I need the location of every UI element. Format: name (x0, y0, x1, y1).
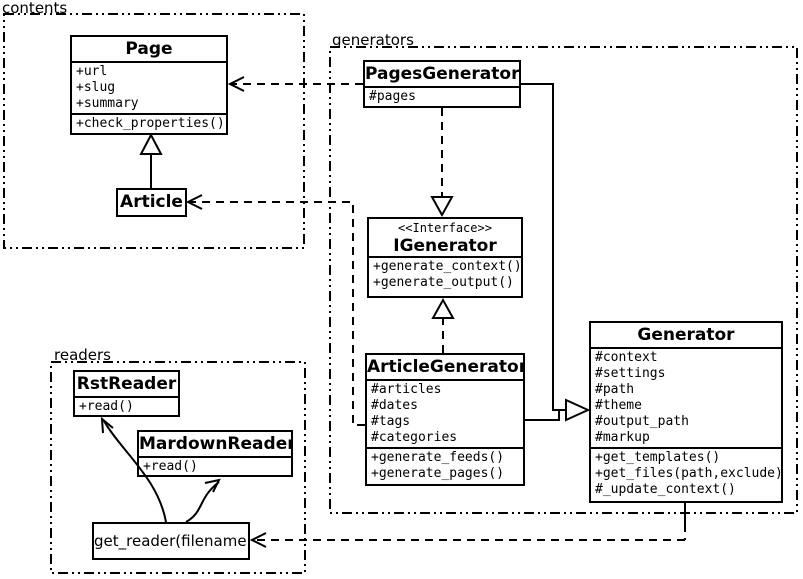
class-page-title: Page (125, 39, 173, 59)
class-markdown-reader-methods: +read() (139, 456, 291, 475)
interface-stereotype: <<Interface>> (398, 221, 492, 235)
class-pages-generator: PagesGenerator #pages (363, 60, 521, 108)
class-generator: Generator #context #settings #path #them… (589, 321, 783, 503)
edge-articlegenerator-extends-generator (525, 411, 560, 421)
edge-articlegenerator-depends-article (185, 194, 365, 426)
method: +get_templates() (595, 450, 721, 465)
method: +generate_context() (373, 259, 522, 274)
class-generator-methods: +get_templates() +get_files(path,exclude… (591, 447, 781, 499)
attribute: #categories (371, 430, 458, 445)
attribute: +slug (76, 80, 116, 95)
class-page: Page +url +slug +summary +check_properti… (70, 35, 228, 135)
attribute: #pages (369, 89, 416, 104)
attribute: #theme (595, 398, 642, 413)
edge-generator-depends-getreader (249, 503, 686, 548)
attribute: +summary (76, 96, 139, 111)
package-label-readers: readers (54, 346, 111, 364)
attribute: #markup (595, 430, 650, 445)
package-label-generators: generators (332, 31, 414, 49)
edge-getreader-creates-markdownreader (185, 478, 221, 523)
attribute: #tags (371, 414, 411, 429)
class-article-generator-title: ArticleGenerator (367, 357, 525, 377)
class-rst-reader-methods: +read() (75, 396, 178, 415)
method: #_update_context() (595, 482, 736, 497)
function-get-reader: get_reader(filename) (92, 522, 250, 560)
attribute: #path (595, 382, 635, 397)
class-rst-reader: RstReader +read() (73, 370, 180, 417)
edge-article-extends-page (139, 132, 163, 188)
class-article-generator-methods: +generate_feeds() +generate_pages() (367, 447, 523, 483)
edge-articlegenerator-implements-igenerator (431, 297, 455, 353)
class-article-generator-attributes: #articles #dates #tags #categories (367, 379, 523, 447)
attribute: #settings (595, 366, 666, 381)
attribute: #dates (371, 398, 418, 413)
method: +read() (143, 459, 198, 474)
class-generator-title: Generator (637, 325, 735, 345)
attribute: #output_path (595, 414, 689, 429)
method: +read() (79, 399, 134, 414)
class-markdown-reader-title: MardownReader (139, 434, 293, 454)
function-get-reader-label: get_reader(filename) (94, 532, 250, 550)
class-pages-generator-attributes: #pages (365, 86, 519, 106)
class-page-methods: +check_properties() (72, 113, 226, 133)
method: +generate_output() (373, 275, 514, 290)
edge-pagesgenerator-implements-igenerator (430, 108, 454, 218)
package-label-contents: contents (2, 0, 68, 17)
edge-pagesgenerator-depends-page (227, 76, 363, 92)
class-pages-generator-title: PagesGenerator (365, 64, 520, 84)
method: +get_files(path,exclude) (595, 466, 783, 481)
method: +check_properties() (76, 116, 225, 131)
attribute: +url (76, 64, 108, 79)
attribute: #context (595, 350, 658, 365)
class-generator-attributes: #context #settings #path #theme #output_… (591, 347, 781, 447)
interface-igenerator-methods: +generate_context() +generate_output() (369, 256, 521, 292)
interface-igenerator-title: IGenerator (393, 236, 497, 256)
class-article: Article (116, 188, 187, 217)
method: +generate_pages() (371, 466, 505, 481)
class-article-title: Article (120, 192, 183, 212)
attribute: #articles (371, 382, 442, 397)
class-article-generator: ArticleGenerator #articles #dates #tags … (365, 353, 525, 486)
interface-igenerator: <<Interface>> IGenerator +generate_conte… (367, 217, 523, 298)
class-rst-reader-title: RstReader (76, 374, 177, 394)
class-markdown-reader: MardownReader +read() (137, 430, 293, 477)
method: +generate_feeds() (371, 450, 505, 465)
edge-pagesgenerator-extends-generator (521, 83, 591, 422)
class-page-attributes: +url +slug +summary (72, 61, 226, 113)
